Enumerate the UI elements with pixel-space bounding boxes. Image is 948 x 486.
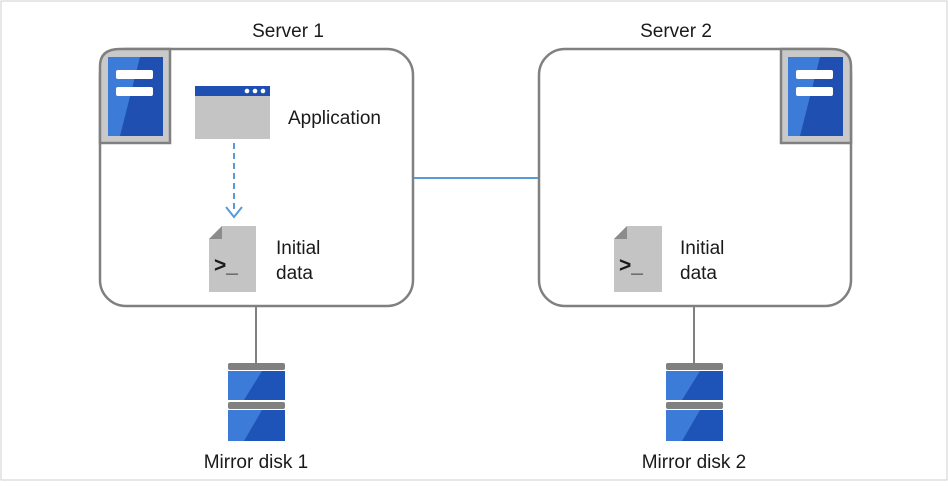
server-2-data-label-line1: Initial (680, 238, 724, 259)
mirror-disk-1: Mirror disk 1 (204, 363, 309, 473)
server-1-title: Server 1 (252, 21, 324, 42)
mirror-disk-2-label: Mirror disk 2 (642, 452, 747, 473)
application-label: Application (288, 108, 381, 129)
server-2: Server 2 >_ Initial data (537, 21, 853, 308)
server-2-title: Server 2 (640, 21, 712, 42)
application-window-icon (195, 86, 270, 139)
terminal-document-icon: >_ (614, 226, 662, 292)
server-1-frame (98, 47, 415, 308)
terminal-document-icon: >_ (209, 226, 256, 292)
mirror-disk-icon (666, 363, 723, 441)
mirror-disk-1-label: Mirror disk 1 (204, 452, 309, 473)
server-icon (779, 47, 853, 145)
server-2-data-label-line2: data (680, 263, 717, 284)
mirror-disk-icon (228, 363, 285, 441)
server-1-data-label-line1: Initial (276, 238, 320, 259)
server-icon (98, 47, 172, 145)
server-1-data-label-line2: data (276, 263, 313, 284)
terminal-glyph: >_ (619, 254, 643, 277)
terminal-glyph: >_ (214, 254, 238, 277)
write-arrow-head (225, 206, 243, 219)
mirror-disk-2: Mirror disk 2 (642, 363, 747, 473)
server-1: Server 1 Application >_ Initial (98, 21, 415, 308)
